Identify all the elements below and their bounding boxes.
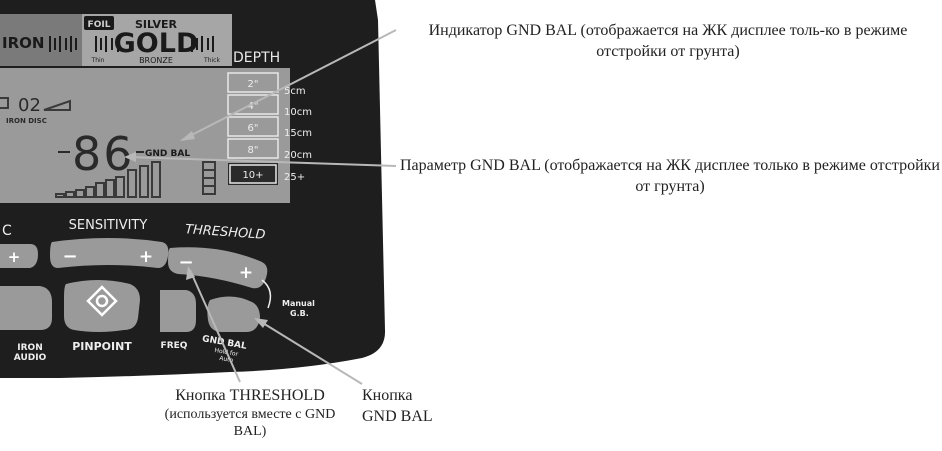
depth-cm-15: 15cm — [284, 128, 312, 139]
gnd-bal-button[interactable] — [207, 296, 260, 332]
leader-gnd-bal-button — [257, 319, 363, 385]
sensitivity-rocker[interactable]: − + — [50, 238, 169, 268]
iron-audio-label-1: IRON — [17, 343, 42, 353]
scale-gold: GOLD — [114, 28, 199, 59]
depth-cm-25: 25+ — [284, 172, 305, 183]
callout-threshold-note: (используется вместе с GND BAL) — [164, 407, 336, 439]
pinpoint-icon — [86, 285, 118, 317]
scale-silver: SILVER — [135, 18, 178, 31]
leader-gnd-bal-indicator — [181, 29, 397, 141]
depth-cm-10: 10cm — [284, 107, 312, 118]
freq-button[interactable] — [160, 290, 196, 332]
arrow-gnd-bal-param — [124, 152, 136, 162]
scale-ticks — [49, 36, 214, 52]
callout-gnd-bal-button: Кнопка GND BAL — [362, 385, 502, 427]
scale-iron: IRON — [2, 34, 44, 52]
lcd-signal-bars — [55, 161, 161, 198]
callout-threshold-button: Кнопка THRESHOLD (используется вместе с … — [150, 385, 350, 440]
lcd-gnd-bal: GND BAL — [145, 149, 190, 159]
depth-in-4: 4" — [248, 101, 259, 112]
threshold-plus[interactable]: + — [239, 263, 253, 283]
arrow-gnd-bal-indicator — [180, 131, 195, 141]
sensitivity-minus[interactable]: − — [62, 246, 77, 267]
threshold-rocker[interactable]: − + — [168, 247, 268, 289]
manual-label-2: G.B. — [290, 309, 309, 318]
gnd-bal-auto-label: Auto — [219, 355, 234, 364]
depth-in-2: 2" — [248, 79, 259, 90]
lcd-iron-disc: IRON DISC — [6, 117, 47, 125]
arrow-gnd-bal-button — [254, 318, 268, 328]
iron-audio-label-2: AUDIO — [14, 353, 47, 363]
scale-foil: FOIL — [88, 20, 111, 30]
disc-rocker-partial[interactable]: + — [0, 244, 38, 268]
manual-label-1: Manual — [282, 299, 315, 308]
svg-text:+: + — [8, 248, 21, 266]
depth-in-6: 6" — [248, 123, 259, 134]
depth-cm-20: 20cm — [284, 150, 312, 161]
depth-in-8: 8" — [248, 145, 259, 156]
iron-audio-button[interactable] — [0, 286, 52, 330]
callout-gnd-bal-param: Параметр GND BAL (отображается на ЖК дис… — [400, 157, 940, 195]
lcd-disc-wedge — [43, 99, 71, 111]
sensitivity-plus[interactable]: + — [139, 247, 153, 267]
leader-gnd-bal-param — [127, 156, 397, 167]
disc-label-partial: C — [2, 223, 12, 239]
scale-thin: Thin — [91, 57, 105, 64]
depth-title: DEPTH — [233, 50, 280, 66]
pinpoint-label: PINPOINT — [72, 340, 132, 353]
arrow-threshold-button — [186, 266, 195, 280]
lcd-big-value: 86 — [72, 127, 135, 181]
leader-threshold-button — [189, 269, 241, 383]
scale-thick: Thick — [203, 57, 220, 64]
lcd-battery — [202, 161, 216, 195]
lcd-small-value: 02 — [18, 95, 41, 116]
callout-gnd-bal-button-line2: GND BAL — [362, 408, 433, 425]
depth-in-10: 10+ — [242, 170, 263, 181]
depth-scale — [227, 72, 279, 159]
freq-label: FREQ — [161, 341, 188, 351]
callout-gnd-bal-indicator: Индикатор GND BAL (отображается на ЖК ди… — [428, 22, 908, 60]
sensitivity-label: SENSITIVITY — [69, 218, 148, 233]
manual-bracket — [261, 279, 272, 309]
threshold-minus[interactable]: − — [178, 252, 193, 273]
callout-threshold-title: Кнопка THRESHOLD — [175, 387, 325, 404]
depth-cm-5: 5cm — [284, 86, 306, 97]
threshold-label: THRESHOLD — [185, 222, 266, 243]
scale-bronze: BRONZE — [139, 56, 173, 65]
callout-gnd-bal-button-line1: Кнопка — [362, 387, 413, 404]
leader-lines — [127, 29, 397, 385]
